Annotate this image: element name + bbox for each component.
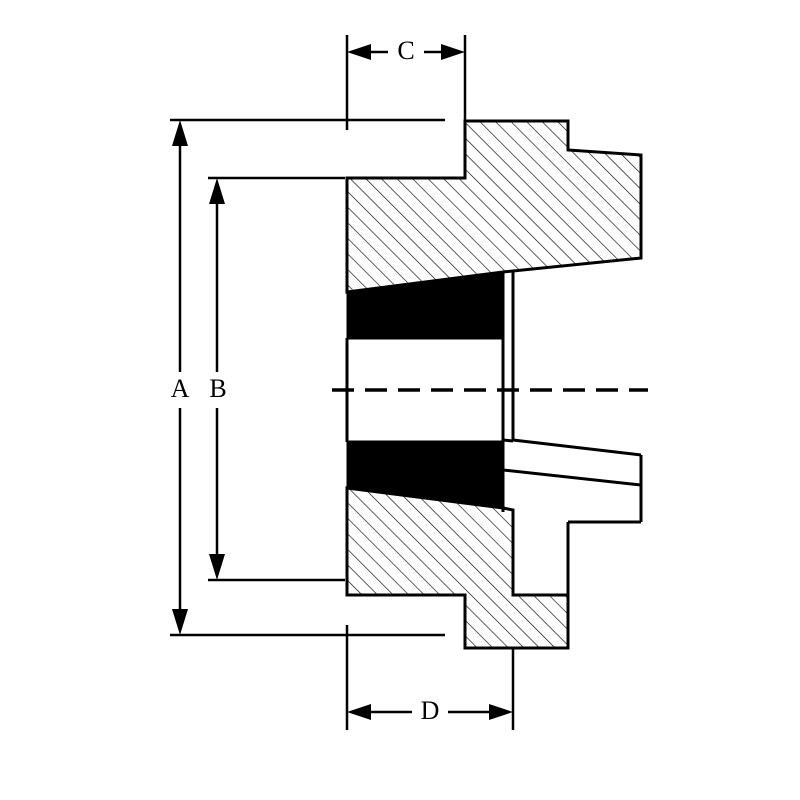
dimension-c-arrow-right [441, 44, 465, 60]
dimension-a-arrow-bottom [172, 609, 188, 635]
dimension-d-arrow-right [489, 704, 513, 720]
dimension-a-arrow-top [172, 120, 188, 146]
dimension-d-arrow-left [347, 704, 371, 720]
far-side-slope-start [502, 438, 514, 443]
dimension-d: D [345, 625, 515, 730]
dimension-a: A [170, 118, 445, 637]
lower-hatched-body [345, 486, 570, 650]
dimension-c-label: C [397, 36, 414, 65]
dimension-a-label: A [171, 374, 190, 403]
far-side-slope-line-1 [512, 438, 642, 457]
upper-hatched-body [345, 119, 643, 294]
lower-body-outline [345, 486, 570, 650]
far-side-slope-line-2 [502, 468, 642, 487]
dimension-b-arrow-top [209, 178, 225, 204]
dimension-b-arrow-bottom [209, 554, 225, 580]
dimension-d-label: D [421, 696, 440, 725]
dimension-b-label: B [209, 374, 226, 403]
upper-body-outline [345, 119, 643, 294]
dimension-b: B [208, 176, 345, 582]
dimension-c: C [345, 35, 467, 130]
dimension-c-arrow-left [347, 44, 371, 60]
